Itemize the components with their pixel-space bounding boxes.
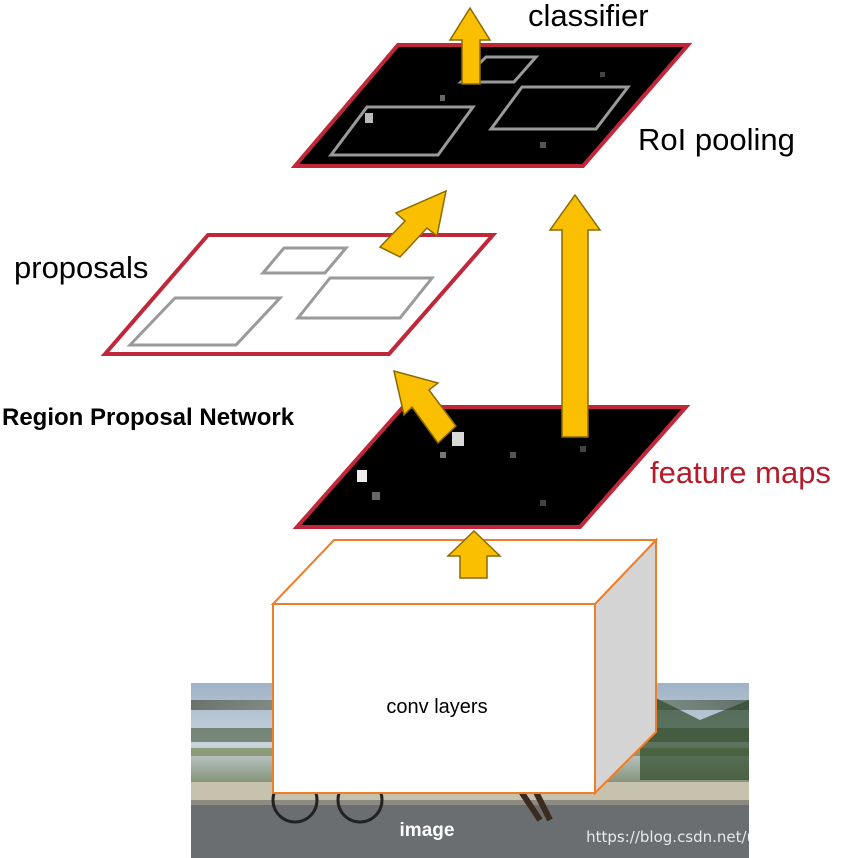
classifier-label: classifier xyxy=(528,0,649,33)
up-arrow-icon xyxy=(378,189,448,258)
feature-maps-plane xyxy=(292,405,691,529)
up-arrow-icon xyxy=(448,6,492,85)
proposals-plane xyxy=(100,233,498,356)
watermark-text: https://blog.csdn.net/u013679159 xyxy=(586,828,842,846)
proposals-label: proposals xyxy=(14,250,148,285)
conv-layers-label: conv layers xyxy=(386,696,487,718)
roi-pooling-plane xyxy=(290,43,693,168)
image-label: image xyxy=(400,820,455,841)
feature-maps-label: feature maps xyxy=(650,455,831,490)
up-arrow-icon xyxy=(392,369,458,445)
up-arrow-icon xyxy=(446,529,502,579)
up-arrow-icon xyxy=(548,193,602,438)
conv-layers-box xyxy=(270,537,659,796)
rpn-label: Region Proposal Network xyxy=(2,404,295,431)
roi-pooling-label: RoI pooling xyxy=(638,122,795,157)
